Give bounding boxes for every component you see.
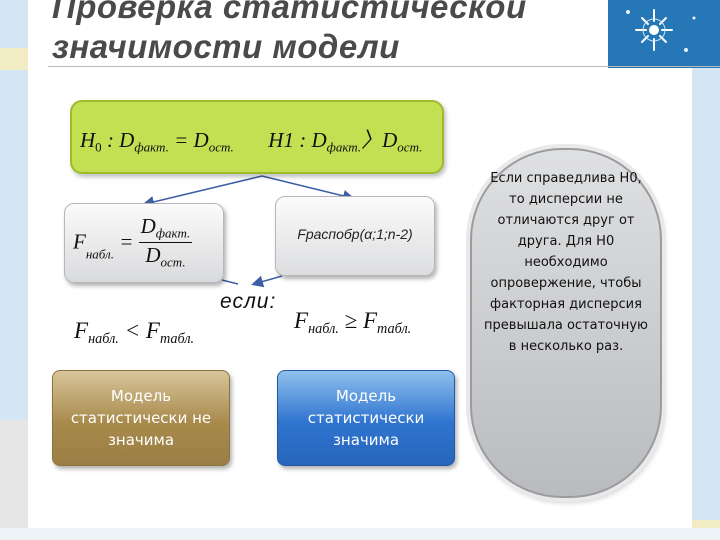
hypotheses-formula: H0 : Dфакт. = Dост. H1 : Dфакт.〉Dост. xyxy=(80,124,422,156)
sparkle-icon xyxy=(626,9,696,52)
note-oval: Если справедлива H0, то дисперсии не отл… xyxy=(470,148,662,498)
arrow-to-f-critical xyxy=(261,175,355,202)
left-decor-gray xyxy=(0,420,28,540)
h0-symbol: H xyxy=(80,128,96,152)
slide-title-line-1: Проверка статистической xyxy=(52,0,527,25)
h1-relation: 〉D xyxy=(361,128,398,152)
f-obs-numerator: Dфакт. xyxy=(138,214,193,243)
f-obs-denominator: Dост. xyxy=(145,242,186,270)
slide-title-line-2: значимости модели xyxy=(52,28,400,65)
f-critical-label: Fраспобр(α;1;n-2) xyxy=(297,226,413,242)
f-observed-box: Fнабл. = Dфакт.Dост. xyxy=(64,203,224,283)
arrow-from-f-critical xyxy=(251,275,283,288)
f-obs-eq: = xyxy=(113,229,139,254)
h1-sub-fact: факт. xyxy=(326,139,362,155)
h0-sub-resid: ост. xyxy=(208,139,234,155)
arrow-to-condition xyxy=(221,279,239,285)
f-obs-lhs: F xyxy=(73,229,86,254)
hypotheses-box: H0 : Dфакт. = Dост. H1 : Dфакт.〉Dост. xyxy=(70,100,444,174)
condition-label: если: xyxy=(220,290,277,313)
h1-sub-resid: ост. xyxy=(397,139,423,155)
h0-rest: : D xyxy=(101,128,135,152)
result-significant-box: Модель статистически значима xyxy=(277,370,455,466)
left-decor-gap xyxy=(28,0,40,540)
title-divider xyxy=(48,66,720,67)
right-decor-strip xyxy=(692,68,720,540)
inequality-significant: Fнабл. ≥ Fтабл. xyxy=(294,308,412,337)
arrow-to-f-observed xyxy=(142,175,263,208)
inequality-insignificant: Fнабл. < Fтабл. xyxy=(74,318,195,347)
h1-symbol: H1 : D xyxy=(268,128,327,152)
f-obs-fraction: Dфакт.Dост. xyxy=(138,214,193,270)
f-observed-formula: Fнабл. = Dфакт.Dост. xyxy=(73,214,193,270)
f-critical-box: Fраспобр(α;1;n-2) xyxy=(275,196,435,276)
f-obs-lhs-sub: набл. xyxy=(85,246,114,262)
left-decor-yellow xyxy=(0,48,28,70)
bottom-decor-band xyxy=(0,528,720,540)
header-logo-panel xyxy=(608,0,720,68)
h0-index: 0 xyxy=(95,139,102,155)
result-insignificant-box: Модель статистически не значима xyxy=(52,370,230,466)
note-text: Если справедлива H0, то дисперсии не отл… xyxy=(484,171,648,354)
h0-equals: = D xyxy=(168,128,209,152)
h0-sub-fact: факт. xyxy=(134,139,169,155)
